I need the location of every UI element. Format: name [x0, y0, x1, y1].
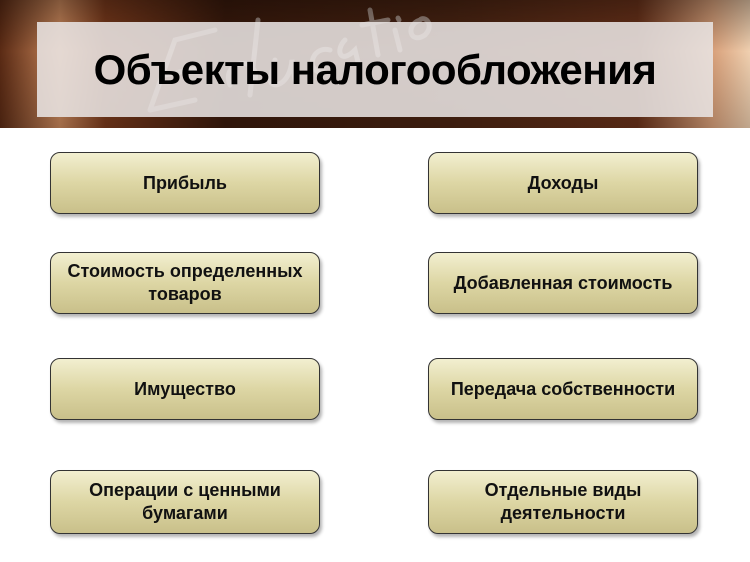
page-title: Объекты налогообложения — [93, 45, 657, 93]
tax-object-activities: Отдельные виды деятельности — [428, 470, 698, 534]
tax-object-goods-value: Стоимость определенных товаров — [50, 252, 320, 314]
title-box: Объекты налогообложения — [37, 22, 713, 117]
tax-object-securities: Операции с ценными бумагами — [50, 470, 320, 534]
tax-object-profit: Прибыль — [50, 152, 320, 214]
tax-object-property: Имущество — [50, 358, 320, 420]
tax-object-added-value: Добавленная стоимость — [428, 252, 698, 314]
tax-object-ownership-transfer: Передача собственности — [428, 358, 698, 420]
tax-object-income: Доходы — [428, 152, 698, 214]
